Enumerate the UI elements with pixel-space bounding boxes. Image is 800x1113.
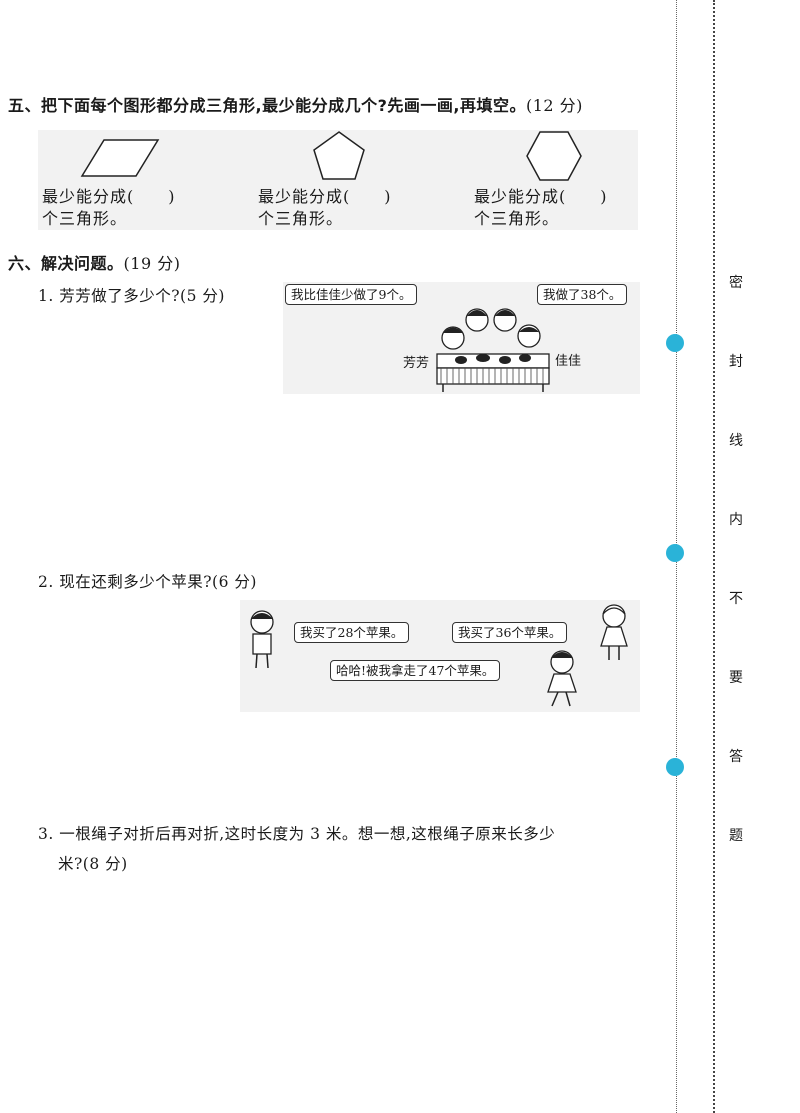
shape-caption-1: 最少能分成( ) 个三角形。 <box>42 187 176 228</box>
hexagon-icon <box>526 131 582 181</box>
question-3-line1: 3. 一根绳子对折后再对折,这时长度为 3 米。想一想,这根绳子原来长多少 <box>38 825 556 843</box>
seal-dotted-line <box>713 0 715 1113</box>
girl-running-icon <box>547 650 577 707</box>
speech-bubble-left: 我比佳佳少做了9个。 <box>285 284 418 305</box>
children-at-table-icon <box>436 308 550 392</box>
name-label-fangfang: 芳芳 <box>403 356 430 371</box>
shape-caption-2: 最少能分成( ) 个三角形。 <box>258 187 392 228</box>
section6-heading: 六、解决问题。(19 分) <box>8 254 181 273</box>
seal-char-1: 密 <box>729 275 743 291</box>
q1-illustration: 我比佳佳少做了9个。 我做了38个。 芳芳 佳佳 <box>283 282 640 394</box>
seal-char-7: 答 <box>729 749 743 765</box>
speech-bubble-1: 我买了28个苹果。 <box>294 622 410 643</box>
seal-char-6: 要 <box>729 670 743 686</box>
seal-char-8: 题 <box>729 828 743 844</box>
question-1: 1. 芳芳做了多少个?(5 分) <box>38 287 225 305</box>
parallelogram-icon <box>80 139 160 177</box>
question-2: 2. 现在还剩多少个苹果?(6 分) <box>38 573 257 591</box>
speech-bubble-2: 我买了36个苹果。 <box>452 622 568 643</box>
badge-marker-2 <box>666 544 684 562</box>
speech-bubble-3: 哈哈!被我拿走了47个苹果。 <box>330 660 501 681</box>
pentagon-icon <box>313 131 365 180</box>
section5-heading: 五、把下面每个图形都分成三角形,最少能分成几个?先画一画,再填空。(12 分) <box>8 96 583 115</box>
seal-char-5: 不 <box>729 591 743 607</box>
boy-figure-icon <box>250 610 274 669</box>
badge-marker-3 <box>666 758 684 776</box>
seal-char-2: 封 <box>729 354 743 370</box>
speech-bubble-right: 我做了38个。 <box>537 284 628 305</box>
question-3-line2: 米?(8 分) <box>58 855 128 873</box>
name-label-jiajia: 佳佳 <box>555 354 582 369</box>
girl-figure-icon <box>600 604 628 660</box>
seal-char-4: 内 <box>729 512 743 528</box>
seal-char-3: 线 <box>729 433 743 449</box>
shape-caption-3: 最少能分成( ) 个三角形。 <box>474 187 608 228</box>
q2-illustration: 我买了28个苹果。 我买了36个苹果。 哈哈!被我拿走了47个苹果。 <box>240 600 640 712</box>
badge-marker-1 <box>666 334 684 352</box>
